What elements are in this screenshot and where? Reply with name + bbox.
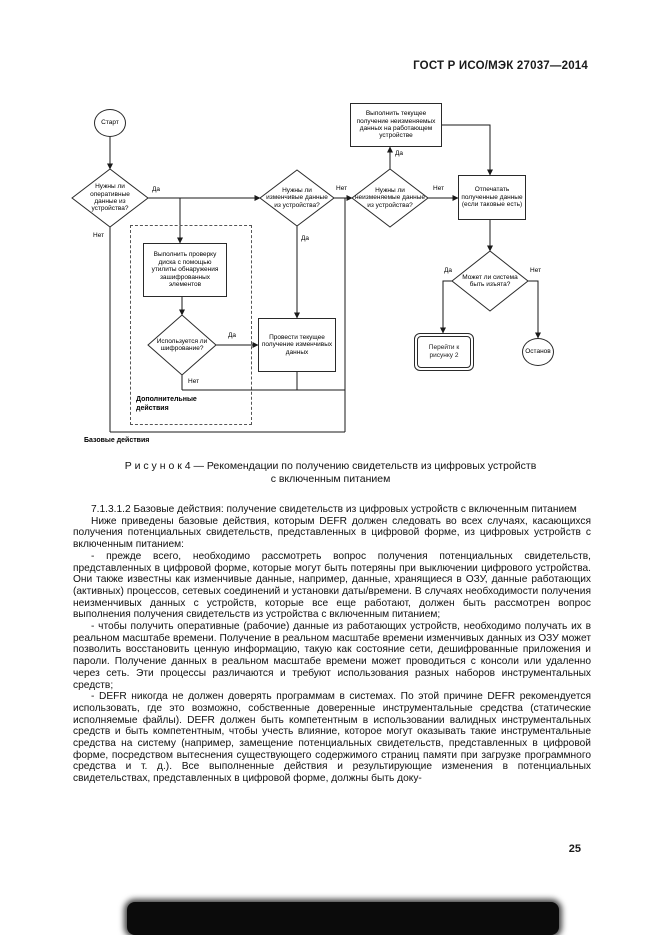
figure-caption: Р и с у н о к 4 — Рекомендации по получе… <box>18 460 643 486</box>
additional-actions-region <box>130 225 252 425</box>
flowchart-decision-shapes <box>71 168 529 376</box>
decision-live-data-shape <box>71 168 149 228</box>
edge-label-yes: Да <box>395 150 404 157</box>
additional-actions-label: Дополнительные действия <box>136 396 197 412</box>
decision-encryption: Используется ли шифрование? <box>156 337 208 352</box>
decision-volatile-data-shape <box>259 169 335 227</box>
body-text: 7.1.3.1.2 Базовые действия: получение св… <box>73 504 591 785</box>
stop-terminator: Останов <box>522 338 554 366</box>
process-disk-check: Выполнить проверку диска с помощью утили… <box>143 243 227 297</box>
flowchart-figure: Старт Нужны ли оперативные данные из уст… <box>0 90 661 462</box>
decision-nonvolatile-data-shape <box>351 168 429 228</box>
decision-live-data: Нужны ли оперативные данные из устройств… <box>90 183 130 213</box>
edge-label-no: Нет <box>336 185 348 192</box>
body-paragraph: - DEFR никогда не должен доверять програ… <box>73 691 591 785</box>
edge-label-no: Нет <box>530 267 542 274</box>
goto-figure2-label: Перейти к рисунку 2 <box>417 336 471 368</box>
flowchart-canvas <box>71 124 541 433</box>
edge-label-yes: Да <box>152 186 161 193</box>
flowchart-connectors <box>107 124 541 433</box>
process-image-data: Отпечатать полученные данные (если таков… <box>458 175 526 220</box>
edge-label-no: Нет <box>433 185 445 192</box>
body-paragraph: - чтобы получить оперативные (рабочие) д… <box>73 621 591 691</box>
basic-actions-label: Базовые действия <box>84 437 150 444</box>
clause-heading: 7.1.3.1.2 Базовые действия: получение св… <box>91 504 577 515</box>
edge-label-no: Нет <box>188 378 200 385</box>
body-paragraph: Ниже приведены базовые действия, которым… <box>73 515 591 551</box>
decision-seize-shape <box>451 250 529 312</box>
decision-nonvolatile-data: Нужны ли неизменяемые данные из устройст… <box>354 186 426 209</box>
standard-header: ГОСТ Р ИСО/МЭК 27037—2014 <box>413 60 588 72</box>
edge-label-yes: Да <box>444 267 453 274</box>
edge-label-no: Нет <box>93 232 105 239</box>
process-acquire-volatile: Провести текущее получение изменчивых да… <box>258 318 336 372</box>
figure-caption-line1: Р и с у н о к 4 — Рекомендации по получе… <box>124 460 537 472</box>
decision-volatile-data: Нужны ли изменчивые данные из устройства… <box>266 186 328 209</box>
scan-shadow-artifact <box>127 902 559 935</box>
body-paragraph: - прежде всего, необходимо рассмотреть в… <box>73 550 591 621</box>
page-number: 25 <box>568 843 581 855</box>
start-terminator: Старт <box>94 109 126 137</box>
edge-label-yes: Да <box>228 332 237 339</box>
edge-label-yes: Да <box>301 235 310 242</box>
decision-seize-system: Может ли система быть изъята? <box>462 273 518 288</box>
goto-figure2-terminator: Перейти к рисунку 2 <box>414 333 474 371</box>
figure-caption-line2: с включенным питанием <box>270 473 391 485</box>
process-acquire-nonvolatile: Выполнить текущее получение неизменяемых… <box>350 103 442 147</box>
decision-encryption-shape <box>147 314 217 376</box>
